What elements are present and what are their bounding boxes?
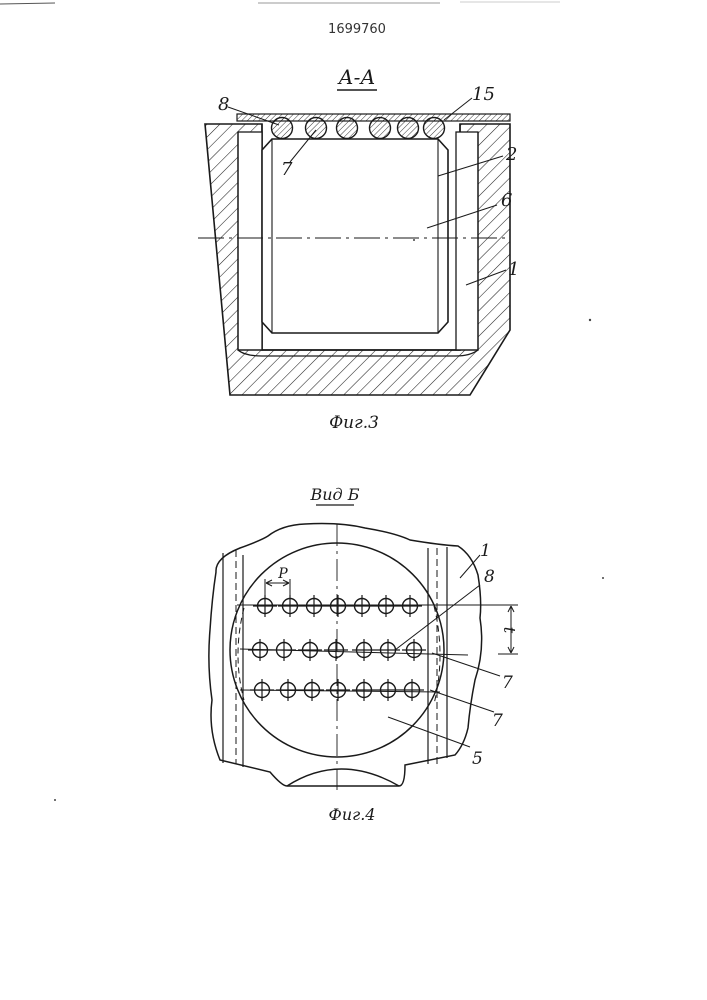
fig4-label-7-lower: 7 (492, 711, 503, 731)
ball (272, 118, 293, 139)
ball (337, 118, 358, 139)
pitch-label: P (277, 566, 288, 582)
row-spacing-label: t (500, 627, 519, 634)
fig3-label-7: 7 (281, 159, 293, 180)
fig4-label-8: 8 (484, 567, 495, 587)
view-title: Вид Б (309, 485, 359, 504)
scan-artifacts (0, 2, 560, 4)
fig4-caption: Фиг.4 (329, 805, 376, 824)
ball (424, 118, 445, 139)
insert-left-wall (238, 132, 262, 350)
section-title: А-А (336, 65, 375, 89)
figure-4: Вид Б (209, 485, 519, 824)
fig3-caption: Фиг.3 (329, 413, 379, 433)
fig4-label-7-upper: 7 (502, 673, 513, 693)
ball (398, 118, 419, 139)
fig3-label-15: 15 (472, 84, 495, 105)
ball (370, 118, 391, 139)
fig3-label-8: 8 (218, 94, 229, 115)
fig3-label-2: 2 (505, 144, 517, 165)
patent-number: 1699760 (328, 22, 386, 37)
fig4-label-5: 5 (472, 749, 483, 769)
figure-3: А-А (198, 65, 519, 433)
fig3-label-1: 1 (508, 259, 519, 280)
ball (306, 118, 327, 139)
fig4-label-1: 1 (480, 541, 491, 561)
fig3-label-6: 6 (501, 190, 512, 211)
